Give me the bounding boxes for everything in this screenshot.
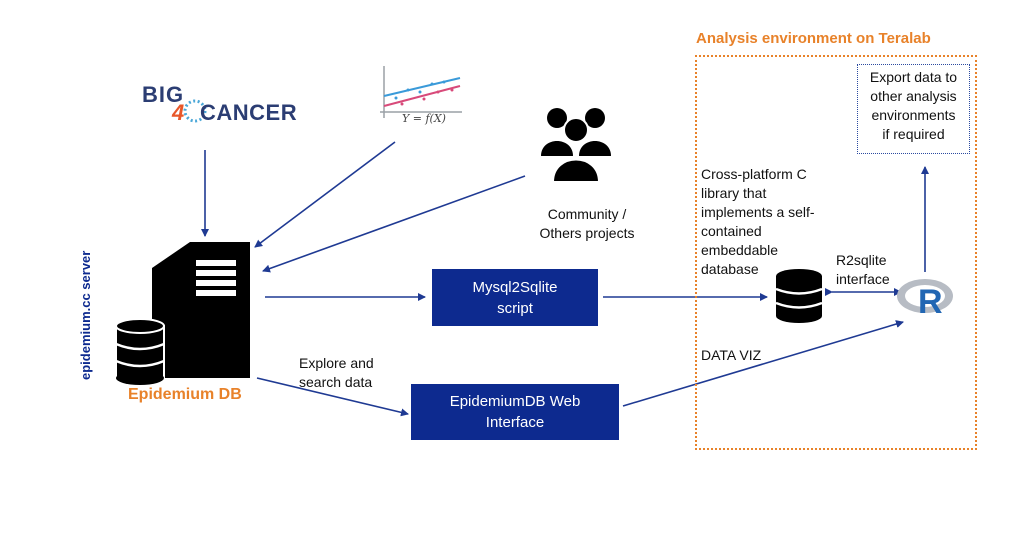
- web-line: Interface: [485, 414, 545, 431]
- logo-dotted-c-icon: [183, 99, 207, 123]
- mysql2sqlite-script-box: Mysql2Sqlite script: [432, 269, 598, 326]
- mysql-line: script: [497, 299, 533, 317]
- web-line: EpidemiumDB Web: [449, 393, 581, 410]
- panel-title: Analysis environment on Teralab: [696, 30, 931, 47]
- mysql-line: Mysql2Sqlite: [472, 278, 558, 296]
- r-logo-letter: R: [918, 283, 943, 321]
- export-data-box: Export data to other analysis environmen…: [857, 64, 970, 154]
- community-label: Community / Others projects: [524, 205, 650, 243]
- data-viz-label: DATA VIZ: [701, 347, 762, 363]
- logo-four-text: 4: [172, 100, 185, 125]
- big4cancer-logo: BIG 4 CANCER: [142, 80, 297, 125]
- arrow-web-to-r: [622, 320, 904, 407]
- sqlite-desc-line: library that: [701, 185, 767, 201]
- r2sqlite-line: R2sqlite: [836, 252, 887, 268]
- web-interface-box: EpidemiumDB Web Interface: [411, 384, 619, 440]
- export-line: if required: [882, 126, 945, 142]
- explore-line: search data: [299, 374, 373, 390]
- sqlite-desc-line: database: [701, 261, 759, 277]
- sqlite-desc-line: embeddable: [701, 242, 779, 258]
- server-vertical-label: epidemium.cc server: [78, 250, 93, 380]
- explore-line: Explore and: [299, 355, 374, 371]
- arrow-model-to-db: [254, 141, 396, 248]
- formula-label: Y = f(X): [402, 112, 446, 125]
- explore-label: Explore and search data: [299, 354, 374, 392]
- r-logo-icon: [897, 279, 953, 313]
- export-line: other analysis: [870, 88, 957, 104]
- logo-big-text: BIG: [142, 82, 185, 107]
- sqlite-desc-line: Cross-platform C: [701, 166, 807, 182]
- community-line: Others projects: [539, 225, 635, 241]
- community-line: Community /: [547, 206, 627, 222]
- sqlite-database-icon: [775, 269, 823, 323]
- logo-cancer-text: CANCER: [200, 100, 298, 125]
- arrows-layer: [201, 141, 929, 417]
- r2sqlite-label: R2sqlite interface: [836, 251, 890, 289]
- sqlite-desc-line: contained: [701, 223, 762, 239]
- regression-chart-icon: [380, 66, 462, 118]
- epidemium-db-label: Epidemium DB: [128, 386, 242, 403]
- sqlite-desc-line: implements a self-: [701, 204, 815, 220]
- community-people-icon: [541, 108, 611, 183]
- export-line: Export data to: [869, 69, 958, 85]
- analysis-environment-panel: [695, 55, 977, 450]
- server-vertical-label-wrap: epidemium.cc server: [78, 251, 94, 540]
- arrow-community-to-db: [262, 175, 526, 273]
- arrow-db-to-web: [256, 377, 409, 417]
- sqlite-description: Cross-platform C library that implements…: [701, 165, 831, 279]
- export-line: environments: [871, 107, 956, 123]
- database-icon: [115, 318, 165, 385]
- r2sqlite-line: interface: [836, 271, 890, 287]
